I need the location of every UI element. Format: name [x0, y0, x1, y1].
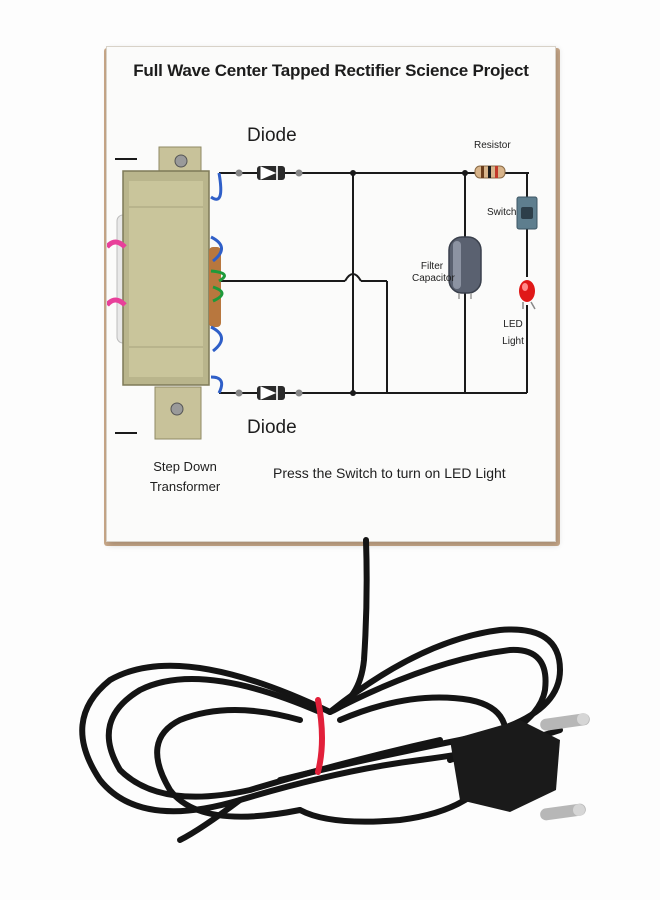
- plug-icon: [450, 713, 590, 821]
- led-label-line2: Light: [502, 336, 524, 347]
- diode-top: [235, 166, 303, 180]
- led-label-line1: LED: [503, 319, 523, 330]
- filter-capacitor: [448, 236, 482, 299]
- circuit-diagram: [107, 146, 538, 440]
- led-label: LED Light: [501, 319, 525, 348]
- resistor-label: Resistor: [474, 140, 511, 151]
- step-down-transformer: [107, 146, 226, 440]
- diode-bottom-label: Diode: [247, 417, 297, 438]
- push-switch: [516, 196, 538, 230]
- filter-label: Filter Capacitor: [412, 261, 455, 285]
- transformer-label: Step Down Transformer: [135, 459, 235, 494]
- board-title: Full Wave Center Tapped Rectifier Scienc…: [133, 61, 529, 80]
- filter-label-line1: Filter: [420, 261, 444, 272]
- led-light: [519, 280, 536, 310]
- transformer-label-line2: Transformer: [149, 478, 221, 494]
- transformer-label-line1: Step Down: [153, 459, 217, 474]
- cable-tie: [315, 697, 325, 775]
- filter-label-line2: Capacitor: [412, 273, 455, 284]
- instruction-text: Press the Switch to turn on LED Light: [273, 465, 506, 481]
- resistor: [474, 165, 506, 179]
- circuit-board: Full Wave Center Tapped Rectifier Scienc…: [106, 46, 556, 542]
- switch-label: Switch: [487, 207, 517, 218]
- diode-bottom: [235, 386, 303, 400]
- diode-top-label: Diode: [247, 125, 297, 146]
